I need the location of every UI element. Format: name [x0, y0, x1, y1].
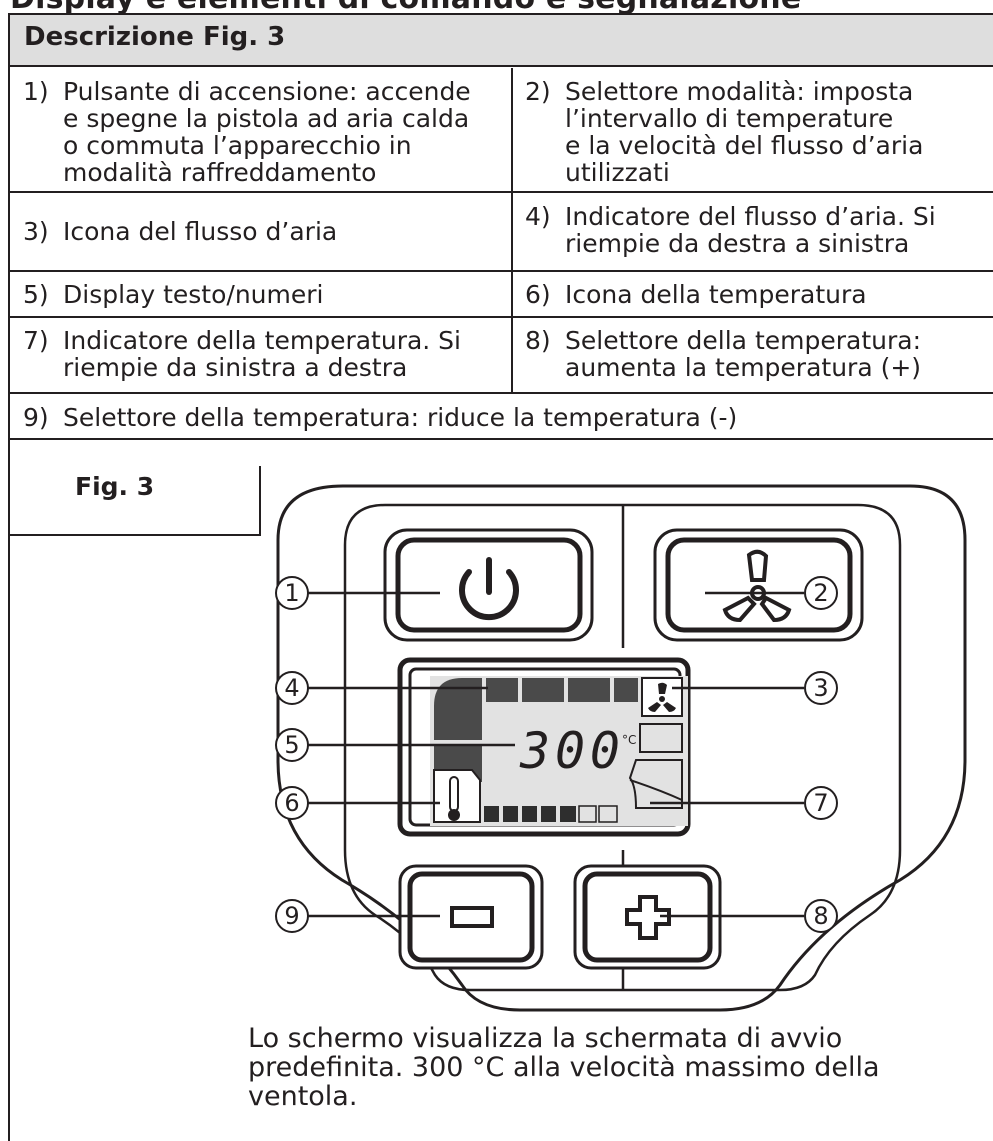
power-button[interactable] — [383, 528, 594, 642]
control-panel-figure: 300 °C — [275, 484, 967, 1012]
svg-text:7: 7 — [813, 789, 828, 817]
airflow-icon — [641, 677, 683, 717]
temperature-readout: 300 — [519, 722, 620, 780]
page-title-partial: Display e elementi di comando e segnalaz… — [0, 0, 993, 14]
callout-2: 2 — [804, 576, 838, 610]
svg-text:9: 9 — [284, 902, 299, 930]
svg-text:3: 3 — [813, 674, 828, 702]
callout-9: 9 — [275, 899, 309, 933]
callout-6: 6 — [275, 786, 309, 820]
figure-caption: Lo schermo visualizza la schermata di av… — [248, 1023, 880, 1112]
row-divider — [10, 316, 993, 318]
description-table-frame — [8, 13, 993, 1141]
callout-4: 4 — [275, 671, 309, 705]
table-header: Descrizione Fig. 3 — [10, 15, 993, 67]
power-icon — [459, 557, 519, 621]
figure-label-box — [10, 466, 261, 536]
callout-5: 5 — [275, 728, 309, 762]
mode-button[interactable] — [653, 528, 864, 642]
callout-1: 1 — [275, 576, 309, 610]
column-divider — [511, 68, 513, 392]
svg-text:5: 5 — [284, 731, 299, 759]
row-divider — [10, 270, 993, 272]
minus-icon — [450, 906, 494, 928]
temperature-icon — [433, 769, 481, 823]
plus-icon — [625, 895, 671, 940]
lcd-display: 300 °C — [430, 676, 688, 826]
row-divider — [10, 191, 993, 193]
row-divider — [10, 392, 993, 394]
svg-text:8: 8 — [813, 902, 828, 930]
temperature-level-indicator — [484, 805, 618, 823]
callout-markers: 1 2 3 4 5 6 7 8 9 — [275, 576, 838, 933]
callout-7: 7 — [804, 786, 838, 820]
callout-8: 8 — [804, 899, 838, 933]
svg-text:2: 2 — [813, 579, 828, 607]
svg-text:1: 1 — [284, 579, 299, 607]
svg-text:6: 6 — [284, 789, 299, 817]
figure-label: Fig. 3 — [75, 472, 155, 501]
panel-inner-frame — [343, 503, 902, 992]
table-header-title: Descrizione Fig. 3 — [24, 22, 286, 52]
callout-3: 3 — [804, 671, 838, 705]
row-divider — [10, 438, 993, 440]
svg-text:4: 4 — [284, 674, 299, 702]
temperature-unit: °C — [622, 733, 636, 747]
temperature-level-indicator-right — [628, 759, 683, 809]
